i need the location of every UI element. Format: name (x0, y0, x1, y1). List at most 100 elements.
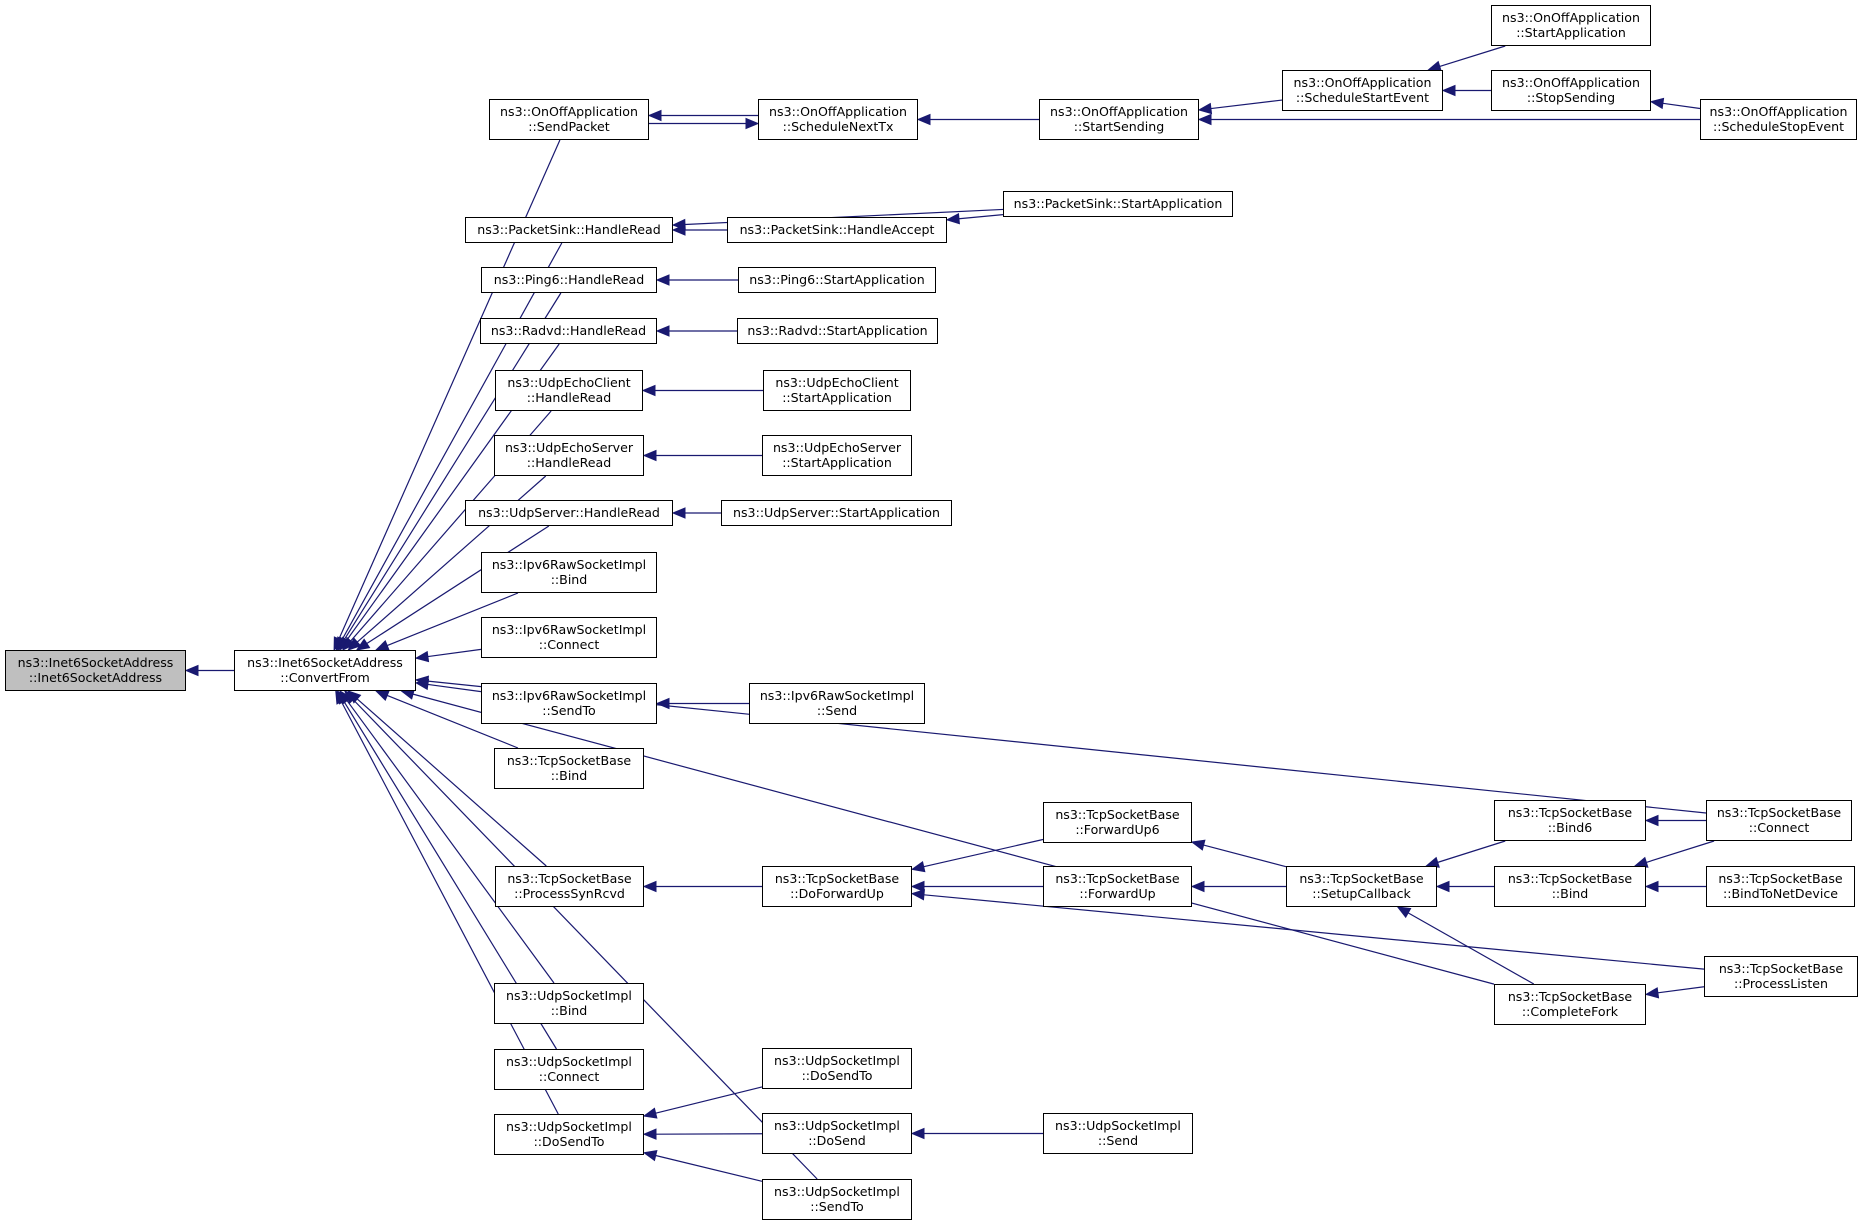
node-udpserver_handleread[interactable]: ns3::UdpServer::HandleRead (465, 500, 673, 526)
edge-tcp_completefork-to-tcp_setupcallback (1407, 912, 1535, 985)
node-onoff_stopsending[interactable]: ns3::OnOffApplication::StopSending (1491, 70, 1651, 111)
node-packetsink_handleaccept[interactable]: ns3::PacketSink::HandleAccept (727, 217, 947, 243)
edge-arrowhead (1644, 987, 1660, 999)
edge-arrowhead (671, 218, 686, 231)
node-onoff_startsending[interactable]: ns3::OnOffApplication::StartSending (1039, 99, 1199, 140)
edge-arrowhead (745, 117, 760, 130)
node-ping6_startapplication[interactable]: ns3::Ping6::StartApplication (738, 267, 936, 293)
node-udpechoclient_startapplication[interactable]: ns3::UdpEchoClient::StartApplication (763, 370, 911, 411)
edge-arrowhead (1649, 97, 1665, 110)
edge-arrowhead (655, 274, 670, 286)
edge-packetsink_startapplication-to-packetsink_handleaccept (958, 214, 1004, 220)
edge-arrowhead (414, 650, 430, 663)
edge-tcp_setupcallback-to-tcp_forwardup6 (1203, 844, 1287, 868)
edge-arrowhead (1644, 814, 1659, 827)
node-udpimpl_dosendto_left[interactable]: ns3::UdpSocketImpl::DoSendTo (494, 1114, 644, 1155)
node-udpimpl_dosend[interactable]: ns3::UdpSocketImpl::DoSend (762, 1113, 912, 1154)
node-radvd_handleread[interactable]: ns3::Radvd::HandleRead (480, 318, 657, 344)
node-ipv6raw_connect[interactable]: ns3::Ipv6RawSocketImpl::Connect (481, 617, 657, 658)
node-onoff_schedulestopevent[interactable]: ns3::OnOffApplication::ScheduleStopEvent (1700, 99, 1857, 140)
edge-udpimpl_sendto-to-convertfrom (352, 699, 818, 1180)
node-onoff_schedulenexttx[interactable]: ns3::OnOffApplication::ScheduleNextTx (758, 99, 918, 140)
node-convertfrom[interactable]: ns3::Inet6SocketAddress::ConvertFrom (234, 650, 416, 691)
node-tcp_processlisten[interactable]: ns3::TcpSocketBase::ProcessListen (1704, 956, 1858, 997)
node-udpechoserver_startapplication[interactable]: ns3::UdpEchoServer::StartApplication (762, 435, 912, 476)
node-tcp_forwardup6[interactable]: ns3::TcpSocketBase::ForwardUp6 (1043, 802, 1192, 843)
edge-arrowhead (1396, 906, 1412, 919)
node-packetsink_startapplication[interactable]: ns3::PacketSink::StartApplication (1003, 191, 1233, 217)
edge-arrowhead (414, 675, 430, 687)
edge-arrowhead (910, 880, 925, 893)
edge-arrowhead (910, 1127, 925, 1140)
edge-udpimpl_dosendto_mid-to-udpimpl_dosendto_left (655, 1086, 763, 1114)
edge-arrowhead (910, 861, 926, 873)
edge-arrowhead (1197, 102, 1213, 115)
node-udpimpl_send[interactable]: ns3::UdpSocketImpl::Send (1043, 1113, 1193, 1154)
edge-arrowhead (374, 690, 390, 701)
edge-arrowhead (655, 697, 670, 710)
node-radvd_startapplication[interactable]: ns3::Radvd::StartApplication (737, 318, 938, 344)
edge-packetsink_handleread-to-convertfrom (341, 242, 563, 640)
node-root: ns3::Inet6SocketAddress::Inet6SocketAddr… (5, 650, 186, 691)
edge-arrowhead (642, 1107, 658, 1119)
edge-arrowhead (343, 690, 358, 704)
node-tcp_doforwardup[interactable]: ns3::TcpSocketBase::DoForwardUp (762, 866, 912, 907)
edge-onoff_schedulestartevent-to-onoff_startsending (1210, 99, 1283, 110)
node-udpimpl_connect[interactable]: ns3::UdpSocketImpl::Connect (494, 1049, 644, 1090)
node-tcp_bind_right[interactable]: ns3::TcpSocketBase::Bind (1494, 866, 1646, 907)
node-udpechoserver_handleread[interactable]: ns3::UdpEchoServer::HandleRead (494, 435, 644, 476)
edge-tcp_bind6-to-tcp_setupcallback (1437, 840, 1506, 863)
edge-arrowhead (184, 664, 199, 677)
edge-arrowhead (347, 637, 362, 651)
node-ipv6raw_sendto[interactable]: ns3::Ipv6RawSocketImpl::SendTo (481, 683, 657, 724)
edge-arrowhead (642, 880, 657, 893)
edge-tcp_forwardup6-to-tcp_doforwardup (923, 838, 1044, 868)
node-udpserver_startapplication[interactable]: ns3::UdpServer::StartApplication (721, 500, 952, 526)
node-ipv6raw_bind[interactable]: ns3::Ipv6RawSocketImpl::Bind (481, 552, 657, 593)
edge-udpserver_handleread-to-convertfrom (366, 525, 550, 644)
node-udpimpl_dosendto_mid[interactable]: ns3::UdpSocketImpl::DoSendTo (762, 1048, 912, 1089)
edge-arrowhead (1644, 880, 1659, 893)
node-tcp_forwardup[interactable]: ns3::TcpSocketBase::ForwardUp (1043, 866, 1192, 907)
edge-arrowhead (642, 449, 657, 462)
node-ipv6raw_send[interactable]: ns3::Ipv6RawSocketImpl::Send (749, 683, 925, 724)
edge-arrowhead (1190, 880, 1205, 893)
edge-arrowhead (642, 1128, 657, 1140)
edge-udpimpl_sendto-to-udpimpl_dosendto_left (655, 1154, 763, 1182)
edge-ping6_handleread-to-convertfrom (343, 292, 562, 641)
node-tcp_bind6[interactable]: ns3::TcpSocketBase::Bind6 (1494, 800, 1646, 841)
edge-arrowhead (1441, 84, 1456, 97)
edge-ipv6raw_bind-to-convertfrom (386, 592, 519, 647)
node-onoff_schedulestartevent[interactable]: ns3::OnOffApplication::ScheduleStartEven… (1282, 70, 1443, 111)
edge-arrowhead (641, 384, 656, 397)
node-ping6_handleread[interactable]: ns3::Ping6::HandleRead (481, 267, 657, 293)
node-onoff_startapplication[interactable]: ns3::OnOffApplication::StartApplication (1491, 5, 1651, 46)
edge-tcp_bind_left-to-convertfrom (386, 694, 519, 749)
edge-arrowhead (355, 638, 371, 651)
node-tcp_processsynrcvd[interactable]: ns3::TcpSocketBase::ProcessSynRcvd (495, 866, 644, 907)
edge-arrowhead (1190, 839, 1206, 851)
edge-arrowhead (1435, 880, 1450, 893)
node-onoff_sendpacket[interactable]: ns3::OnOffApplication::SendPacket (489, 99, 649, 140)
edge-tcp_processlisten-to-tcp_doforwardup (923, 894, 1705, 970)
edge-arrowhead (910, 889, 925, 901)
node-tcp_bindtonetdevice[interactable]: ns3::TcpSocketBase::BindToNetDevice (1706, 866, 1855, 907)
edge-tcp_processsynrcvd-to-convertfrom (356, 698, 547, 867)
node-tcp_bind_left[interactable]: ns3::TcpSocketBase::Bind (494, 748, 644, 789)
node-tcp_completefork[interactable]: ns3::TcpSocketBase::CompleteFork (1494, 984, 1646, 1025)
edge-arrowhead (374, 640, 390, 651)
node-udpimpl_bind[interactable]: ns3::UdpSocketImpl::Bind (494, 983, 644, 1024)
edge-udpimpl_bind-to-convertfrom (346, 700, 555, 984)
node-tcp_connect[interactable]: ns3::TcpSocketBase::Connect (1706, 800, 1852, 841)
edge-tcp_processlisten-to-tcp_completefork (1657, 986, 1705, 994)
edge-arrowhead (655, 325, 670, 337)
node-packetsink_handleread[interactable]: ns3::PacketSink::HandleRead (465, 217, 673, 243)
node-udpimpl_sendto[interactable]: ns3::UdpSocketImpl::SendTo (762, 1179, 912, 1220)
node-udpechoclient_handleread[interactable]: ns3::UdpEchoClient::HandleRead (495, 370, 643, 411)
node-tcp_setupcallback[interactable]: ns3::TcpSocketBase::SetupCallback (1286, 866, 1437, 907)
edge-arrowhead (335, 689, 347, 705)
edge-udpimpl_dosendto_left-to-convertfrom (340, 701, 559, 1115)
edge-arrowhead (647, 109, 662, 122)
